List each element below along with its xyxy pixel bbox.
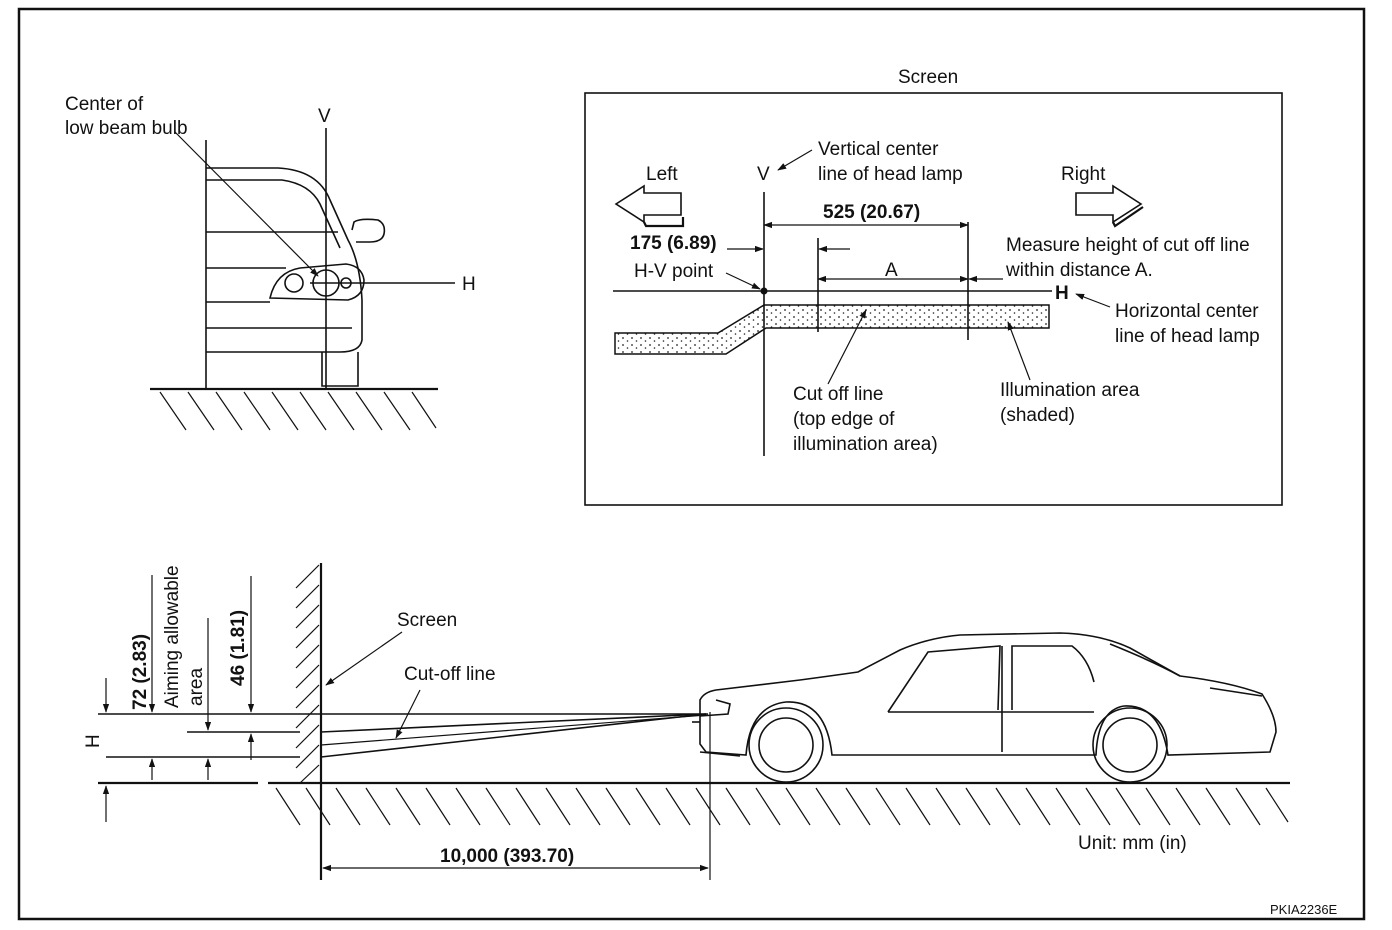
vertical-center-label-2: line of head lamp xyxy=(818,164,963,185)
distance-label: 10,000 (393.70) xyxy=(440,846,574,867)
front-view: Center of low beam bulb V H xyxy=(65,94,476,431)
side-cutoff-label: Cut-off line xyxy=(404,664,496,685)
beam-lower xyxy=(320,713,707,758)
beam-upper xyxy=(320,713,707,733)
aiming-label: Aiming allowable xyxy=(162,565,183,708)
illumination-label: Illumination area xyxy=(1000,380,1140,401)
side-screen-label: Screen xyxy=(397,610,457,631)
front-h-label: H xyxy=(462,274,476,295)
illumination-area xyxy=(614,304,1050,355)
screen-panel: Screen 525 (20.67) 175 (6.89) A V Vertic… xyxy=(584,67,1283,506)
vertical-center-label: Vertical center xyxy=(818,139,939,160)
measure-label: Measure height of cut off line xyxy=(1006,235,1250,256)
outer-frame xyxy=(17,7,1366,921)
hv-point-label: H-V point xyxy=(634,261,714,282)
cutoff-label-2: (top edge of xyxy=(793,409,895,430)
illumination-label-2: (shaded) xyxy=(1000,405,1075,426)
screen-h-label: H xyxy=(1055,283,1069,304)
side-view: H 72 (2.83) Aiming allowable area 46 (1.… xyxy=(83,563,1338,917)
left-arrow-icon xyxy=(614,184,682,224)
dim-46: 46 (1.81) xyxy=(228,610,249,686)
horizontal-center-label: Horizontal center xyxy=(1115,301,1259,322)
center-low-beam-label-2: low beam bulb xyxy=(65,118,188,139)
dim-a: A xyxy=(885,260,898,281)
dim-175: 175 (6.89) xyxy=(630,233,717,254)
screen-panel-title: Screen xyxy=(898,67,958,88)
rear-wheel xyxy=(1092,707,1168,783)
measure-label-2: within distance A. xyxy=(1005,260,1153,281)
hv-point-dot xyxy=(760,287,768,295)
side-car xyxy=(692,632,1277,757)
dim-72: 72 (2.83) xyxy=(130,634,151,710)
front-car-outline xyxy=(205,140,386,389)
low-beam-bulb xyxy=(284,273,304,293)
front-ground-hatch xyxy=(159,391,437,431)
left-label: Left xyxy=(646,164,678,185)
ground-hatch xyxy=(275,787,1289,826)
horizontal-center-label-2: line of head lamp xyxy=(1115,326,1260,347)
unit-label: Unit: mm (in) xyxy=(1078,833,1187,854)
screen-hatch xyxy=(295,564,320,784)
cutoff-label-3: illumination area) xyxy=(793,434,938,455)
screen-v-label: V xyxy=(757,164,770,185)
front-wheel xyxy=(748,707,824,783)
aiming-label-2: area xyxy=(186,668,207,706)
figure-code: PKIA2236E xyxy=(1270,902,1338,917)
front-v-label: V xyxy=(318,106,331,127)
cutoff-label: Cut off line xyxy=(793,384,883,405)
center-low-beam-label: Center of xyxy=(65,94,144,115)
side-h-label: H xyxy=(83,734,104,748)
right-arrow-icon xyxy=(1075,184,1143,224)
right-label: Right xyxy=(1061,164,1106,185)
dim-525: 525 (20.67) xyxy=(823,202,920,223)
